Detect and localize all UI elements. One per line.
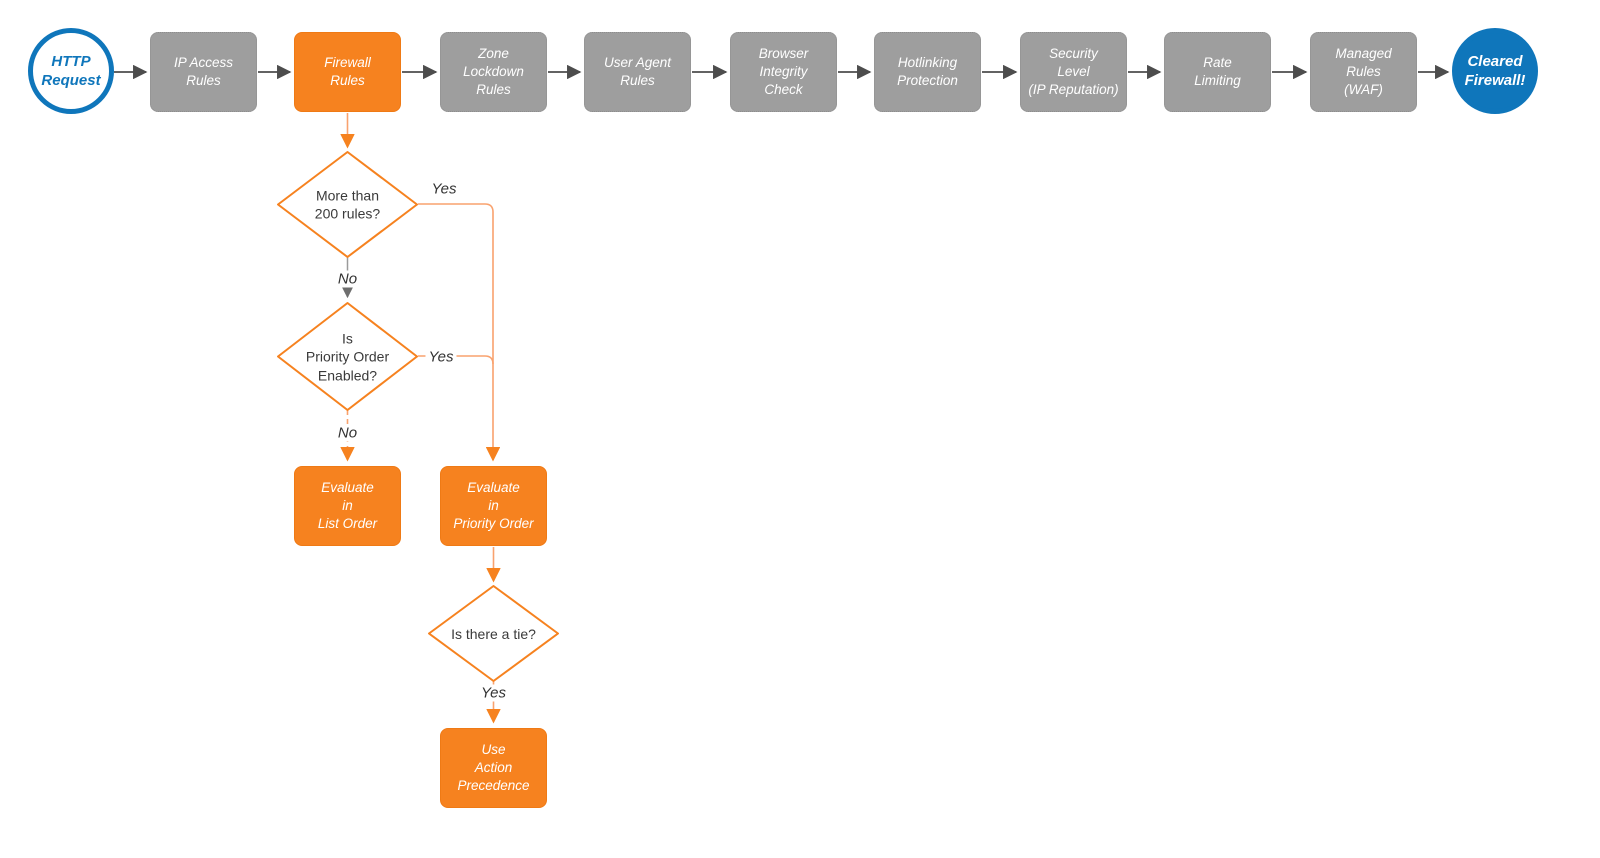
use-action-precedence-node: Use Action Precedence (440, 728, 547, 808)
action-label: Evaluate in List Order (317, 480, 378, 531)
stage-browser-integrity-check: Browser Integrity Check (730, 32, 837, 112)
edge-label-d3-yes: Yes (477, 684, 510, 702)
stage-label: Managed Rules (WAF) (1335, 46, 1392, 97)
evaluate-in-list-order-node: Evaluate in List Order (294, 466, 401, 546)
action-label: Evaluate in Priority Order (453, 480, 534, 531)
edge-label-d2-yes: Yes (425, 348, 457, 365)
cleared-firewall-node: Cleared Firewall! (1452, 28, 1538, 114)
edge-label-d1-yes: Yes (431, 180, 457, 198)
stage-label: Security Level (IP Reputation) (1028, 46, 1119, 97)
http-request-node: HTTP Request (28, 28, 114, 114)
edge-label-d2-no: No (334, 424, 361, 442)
evaluate-in-priority-order-node: Evaluate in Priority Order (440, 466, 547, 546)
stage-label: User Agent Rules (603, 55, 672, 88)
stage-label: IP Access Rules (173, 55, 234, 88)
stage-label: Zone Lockdown Rules (463, 46, 524, 97)
stage-firewall-rules: Firewall Rules (294, 32, 401, 112)
stage-zone-lockdown-rules: Zone Lockdown Rules (440, 32, 547, 112)
stage-label: Rate Limiting (1194, 55, 1241, 88)
edge-label-d1-no: No (334, 270, 361, 288)
stage-label: Hotlinking Protection (897, 55, 958, 88)
decision-more-than-200-rules (277, 151, 418, 258)
cleared-firewall-label: Cleared Firewall! (1464, 53, 1526, 89)
stage-label: Browser Integrity Check (758, 46, 809, 97)
stage-label: Firewall Rules (324, 55, 371, 88)
stage-rate-limiting: Rate Limiting (1164, 32, 1271, 112)
decision-d3-question: Is there a tie? (451, 625, 536, 642)
stage-managed-rules-waf: Managed Rules (WAF) (1310, 32, 1417, 112)
action-label: Use Action Precedence (457, 742, 530, 793)
connector-d1-yes-to-priority-order (418, 203, 501, 462)
decision-d1-question: More than 200 rules? (314, 187, 381, 222)
stage-security-level: Security Level (IP Reputation) (1020, 32, 1127, 112)
decision-priority-order-enabled (277, 302, 418, 411)
connector-d2-yes-merge (418, 355, 494, 365)
stage-ip-access-rules: IP Access Rules (150, 32, 257, 112)
decision-is-there-a-tie (428, 585, 559, 682)
stage-hotlinking-protection: Hotlinking Protection (874, 32, 981, 112)
stage-user-agent-rules: User Agent Rules (584, 32, 691, 112)
decision-d2-question: Is Priority Order Enabled? (305, 329, 390, 383)
http-request-label: HTTP Request (41, 53, 101, 89)
